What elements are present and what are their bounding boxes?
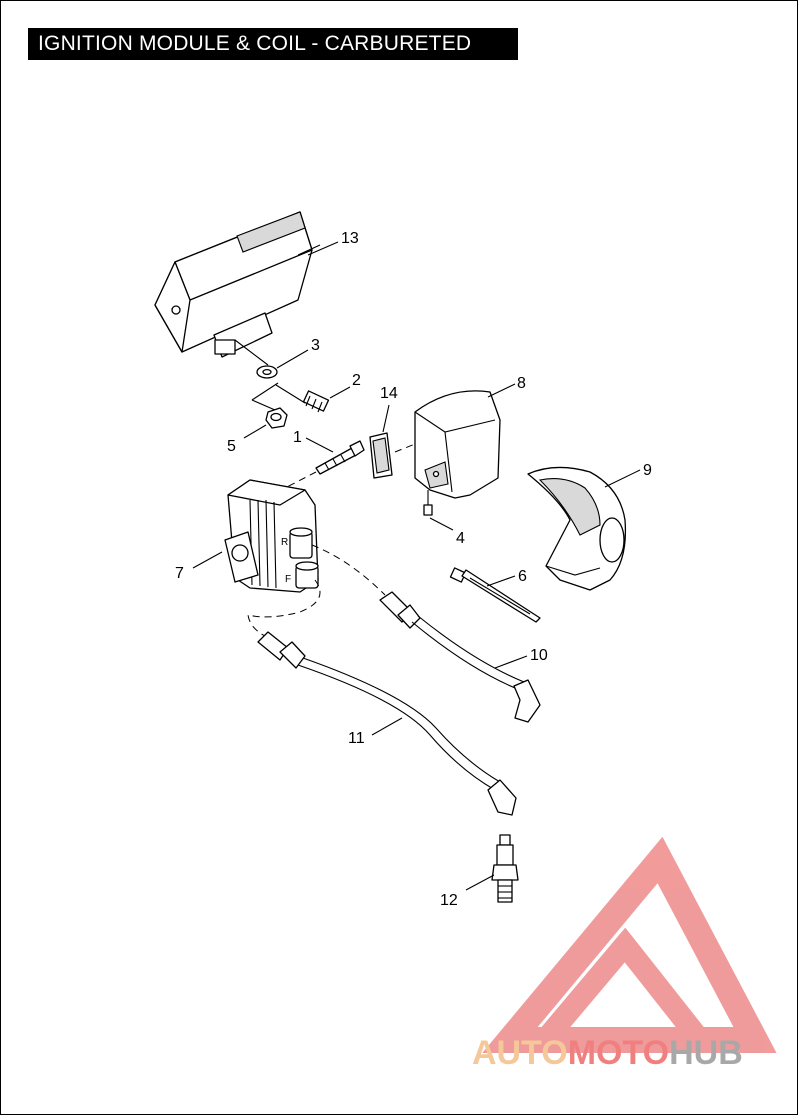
callout-10: 10 [530,647,548,664]
callout-4: 4 [456,530,465,547]
watermark-auto: AUTO [472,1034,568,1072]
callout-7: 7 [175,565,184,582]
leader-9 [604,469,641,488]
watermark-logo [482,836,777,1053]
screw-4 [423,490,433,516]
callout-6: 6 [518,568,527,585]
routing-line-rear [311,544,386,596]
callout-11: 11 [348,730,365,747]
ignition-coil: R F [224,479,319,593]
leader-13 [307,241,339,256]
long-bolt [284,440,365,489]
spark-plug-wire-10 [379,591,541,723]
callout-1: 1 [293,429,302,446]
watermark-hub: HUB [669,1034,743,1072]
leader-12 [465,874,495,891]
ignition-module [154,211,321,366]
spark-plug [491,834,519,903]
coil-front-label: F [285,574,291,585]
callout-12: 12 [440,892,458,909]
leader-4 [429,517,454,531]
outer-cover [527,466,627,591]
callout-14: 14 [380,385,398,402]
coil-cover-bracket [414,390,501,499]
leader-3 [276,349,309,369]
leader-6 [486,575,516,587]
callout-2: 2 [352,372,361,389]
leader-11 [371,717,403,736]
callout-5: 5 [227,438,236,455]
leader-7 [192,551,223,569]
callout-8: 8 [517,375,526,392]
leader-1 [305,437,334,453]
callout-13: 13 [341,230,359,247]
leader-5 [243,424,267,439]
routing-line-front [247,579,321,637]
leader-10 [494,655,528,669]
watermark-moto: MOTO [568,1034,669,1072]
nut [251,382,288,429]
coil-rear-label: R [281,537,288,548]
washer [256,365,278,379]
callout-3: 3 [311,337,320,354]
page-title: IGNITION MODULE & COIL - CARBURETED [28,28,518,60]
leader-14 [382,404,390,433]
leader-8 [487,383,516,398]
gasket-pad [369,432,393,479]
callout-9: 9 [643,462,652,479]
spark-plug-wire-11 [257,631,517,816]
cable-tie [449,567,541,623]
leader-2 [329,386,351,399]
watermark-text: AUTOMOTOHUB [472,1034,743,1072]
screw-2 [275,384,330,413]
